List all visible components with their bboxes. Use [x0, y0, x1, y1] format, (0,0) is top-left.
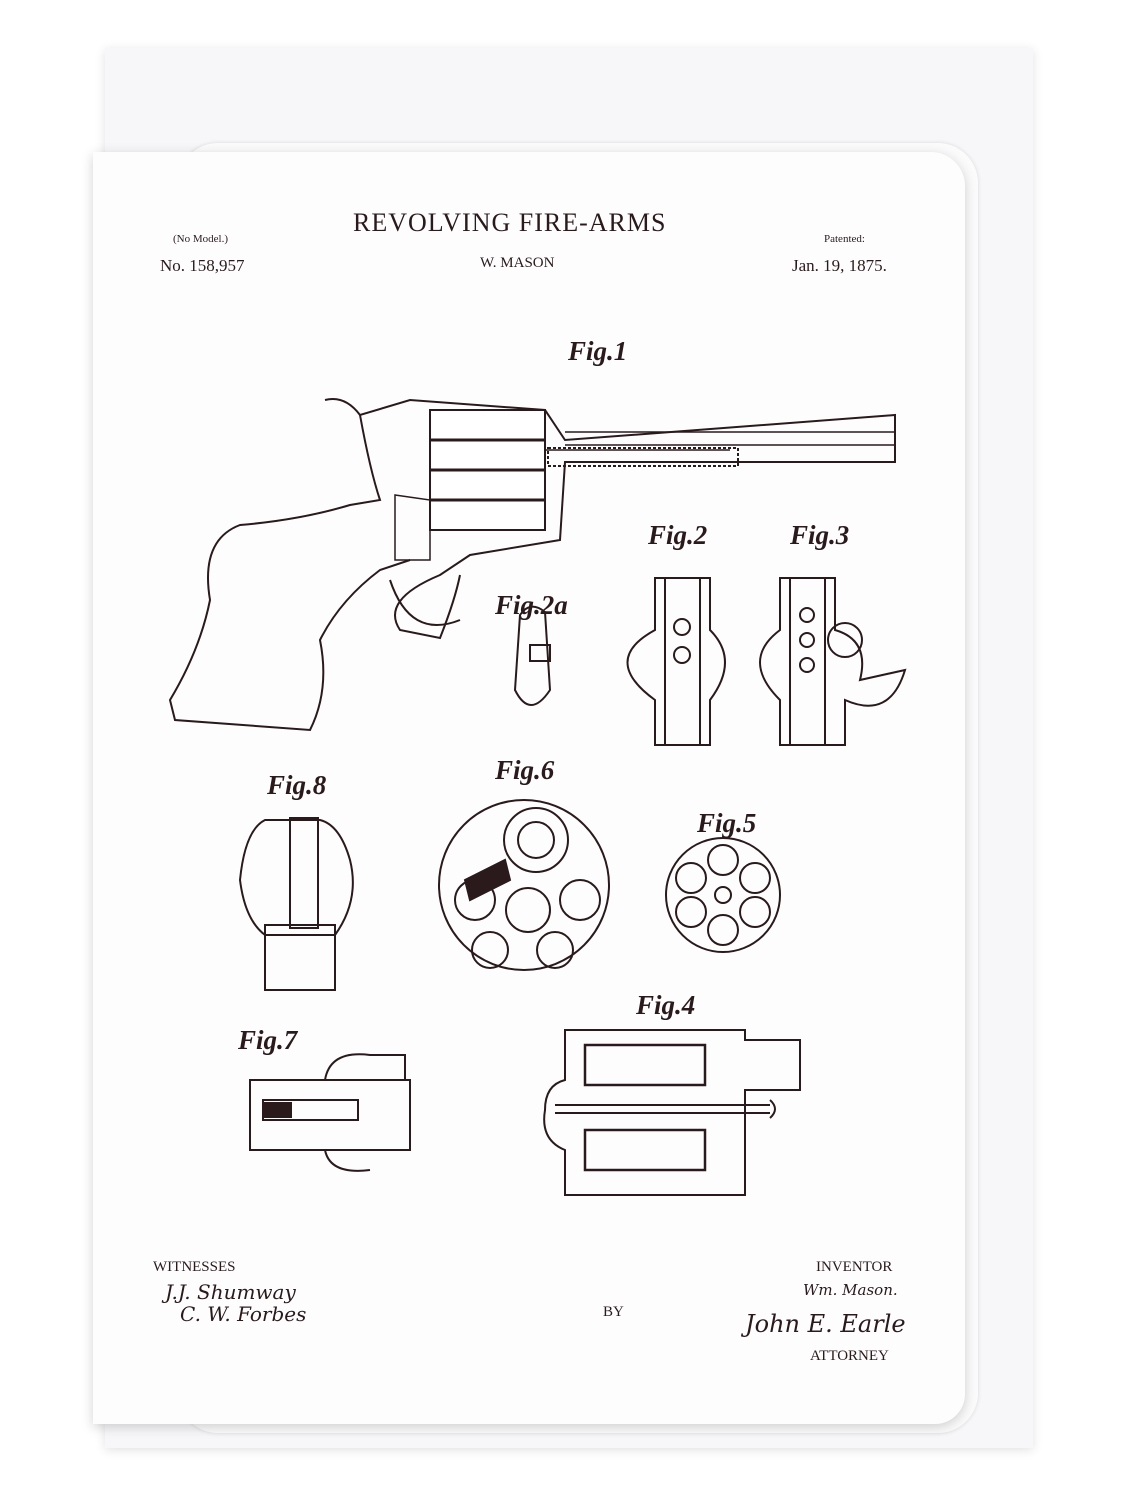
attorney-signature: John E. Earle [745, 1310, 906, 1338]
patent-date: Jan. 19, 1875. [792, 256, 887, 275]
frame-detail-drawing [249, 1053, 411, 1172]
fig-3-label: Fig.3 [790, 520, 850, 550]
greeting-card [93, 152, 965, 1424]
revolver-drawing [168, 398, 896, 732]
hammer-section-drawings [513, 577, 907, 746]
fig-1-label: Fig.1 [568, 336, 628, 366]
patent-title: REVOLVING FIRE-ARMS [353, 208, 667, 237]
witness-signature-1: J.J. Shumway [165, 1280, 296, 1304]
fig-4-label: Fig.4 [636, 990, 696, 1020]
frame-section-drawing [238, 817, 354, 991]
fig-2a-label: Fig.2a [495, 590, 568, 620]
cylinder-front-drawing [665, 837, 781, 953]
fig-5-label: Fig.5 [697, 808, 757, 838]
fig-6-label: Fig.6 [495, 755, 555, 785]
by-label: BY [603, 1304, 624, 1320]
witnesses-label: WITNESSES [153, 1259, 236, 1275]
patented-label: Patented: [824, 233, 865, 245]
patent-number: No. 158,957 [160, 256, 245, 275]
witness-signature-2: C. W. Forbes [180, 1302, 307, 1326]
model-note: (No Model.) [173, 233, 228, 245]
attorney-label: ATTORNEY [810, 1348, 889, 1364]
inventor-label: INVENTOR [816, 1259, 893, 1275]
cylinder-section-drawing [543, 1029, 801, 1196]
fig-2-label: Fig.2 [648, 520, 708, 550]
inventor-name: W. MASON [480, 255, 555, 271]
fig-8-label: Fig.8 [267, 770, 327, 800]
fig-7-label: Fig.7 [238, 1025, 298, 1055]
inventor-signature: Wm. Mason. [803, 1281, 898, 1299]
cylinder-rear-drawing [438, 799, 610, 971]
